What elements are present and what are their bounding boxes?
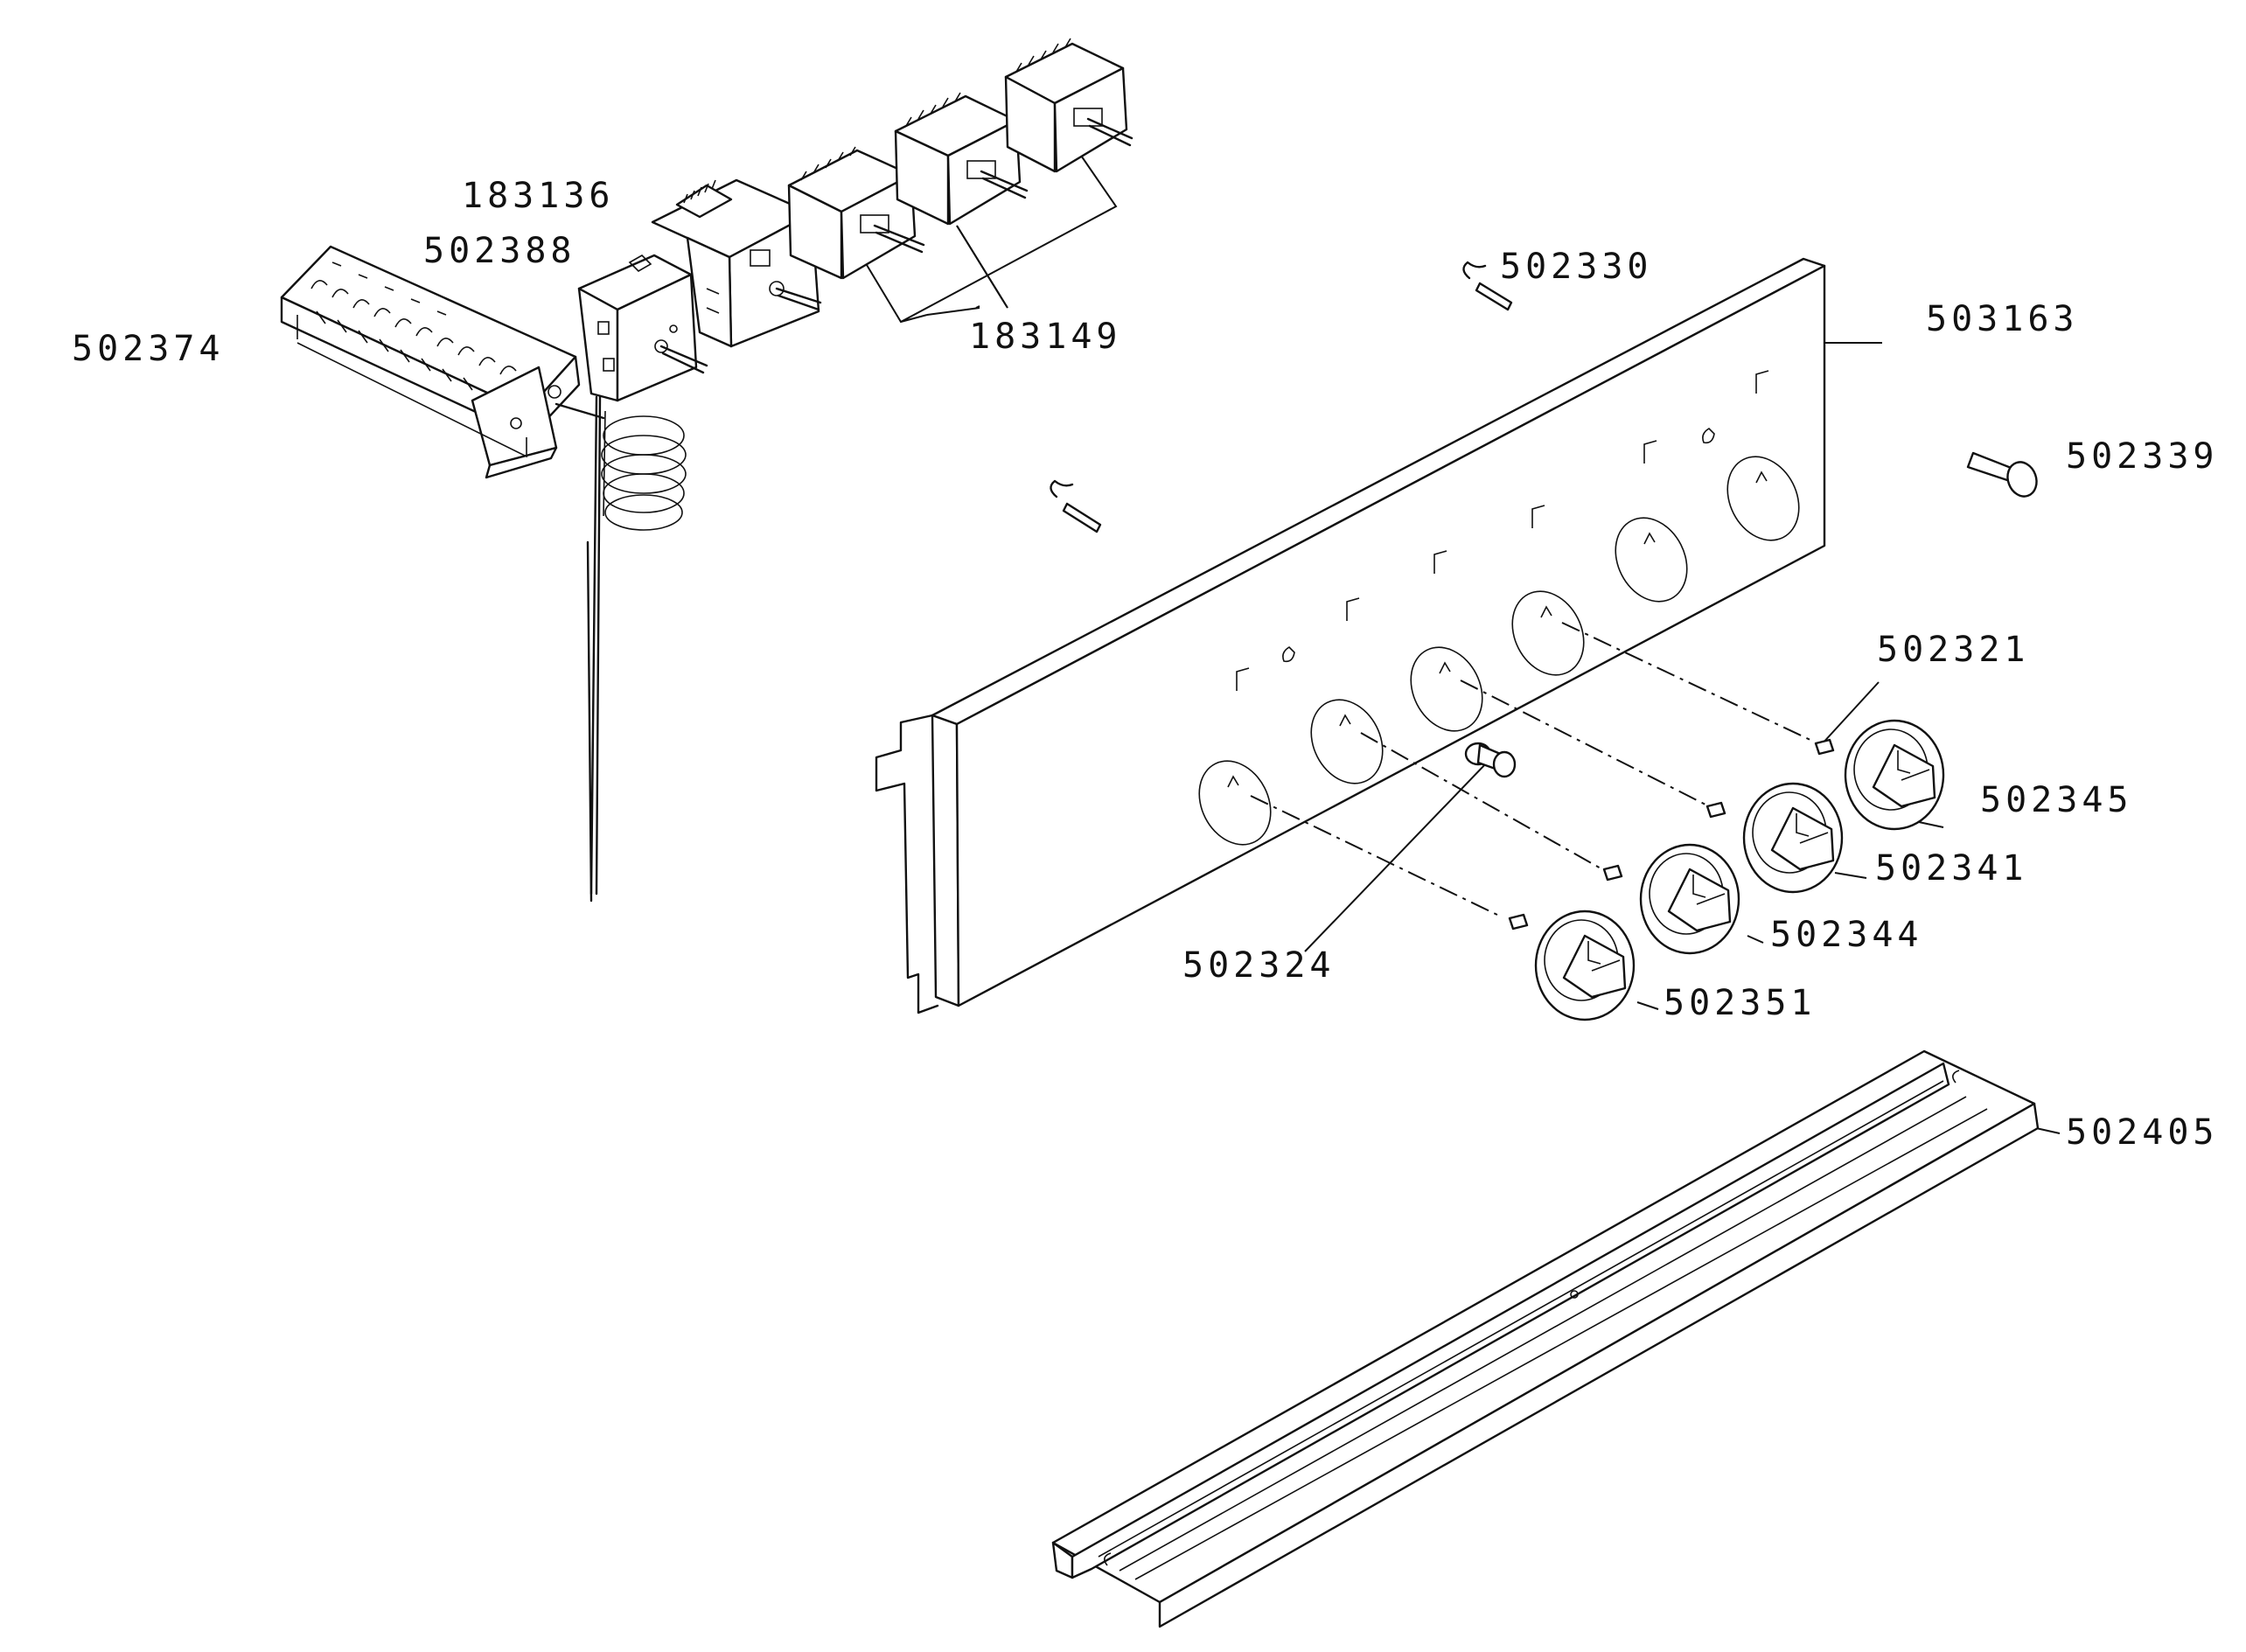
label-183149: 183149 xyxy=(969,317,1122,357)
label-502339: 502339 xyxy=(2066,436,2219,477)
leader-lines xyxy=(863,150,2061,1134)
button-502339 xyxy=(1966,451,2038,498)
leader-502345 xyxy=(1918,821,1944,828)
label-502374: 502374 xyxy=(72,329,225,369)
knob-502344 xyxy=(1639,843,1740,955)
rail-502405 xyxy=(1051,1049,2040,1628)
label-502324: 502324 xyxy=(1182,945,1336,986)
knob-502351 xyxy=(1534,910,1636,1021)
label-502330: 502330 xyxy=(1500,247,1653,287)
leader-502324 xyxy=(1304,762,1488,952)
thermostat-502388 xyxy=(577,254,708,903)
leader-502405 xyxy=(2035,1127,2061,1134)
leader-502341 xyxy=(1834,872,1867,879)
knob-502345 xyxy=(1844,719,1945,831)
indicator-lamp-502330-b xyxy=(1050,479,1102,533)
leader-502344 xyxy=(1747,935,1764,944)
leader-502351 xyxy=(1636,1001,1659,1010)
label-502341: 502341 xyxy=(1875,848,2028,889)
leader-502321 xyxy=(1820,681,1880,746)
control-panel-503163 xyxy=(875,257,1826,1014)
label-502321: 502321 xyxy=(1877,630,2030,670)
regulator-183149-2 xyxy=(894,92,1029,226)
label-183136: 183136 xyxy=(462,176,615,216)
label-502344: 502344 xyxy=(1770,915,1923,955)
indicator-lamp-502330 xyxy=(1462,261,1513,311)
bracket-183149 xyxy=(863,150,1118,324)
part-labels: 183136 502388 502374 183149 502330 50316… xyxy=(72,176,2219,1153)
alignment-lines xyxy=(1250,622,1815,917)
label-502345: 502345 xyxy=(1980,780,2133,820)
label-502405: 502405 xyxy=(2066,1112,2219,1153)
button-502324 xyxy=(1464,742,1517,778)
regulator-183149-3 xyxy=(1004,38,1133,173)
knob-502341 xyxy=(1742,782,1844,894)
clips-502321 xyxy=(1508,738,1835,931)
label-502351: 502351 xyxy=(1664,983,1817,1023)
label-502388: 502388 xyxy=(423,231,576,271)
terminal-block-502374 xyxy=(280,245,605,479)
leader-183149 xyxy=(956,225,1008,309)
label-503163: 503163 xyxy=(1926,299,2079,339)
